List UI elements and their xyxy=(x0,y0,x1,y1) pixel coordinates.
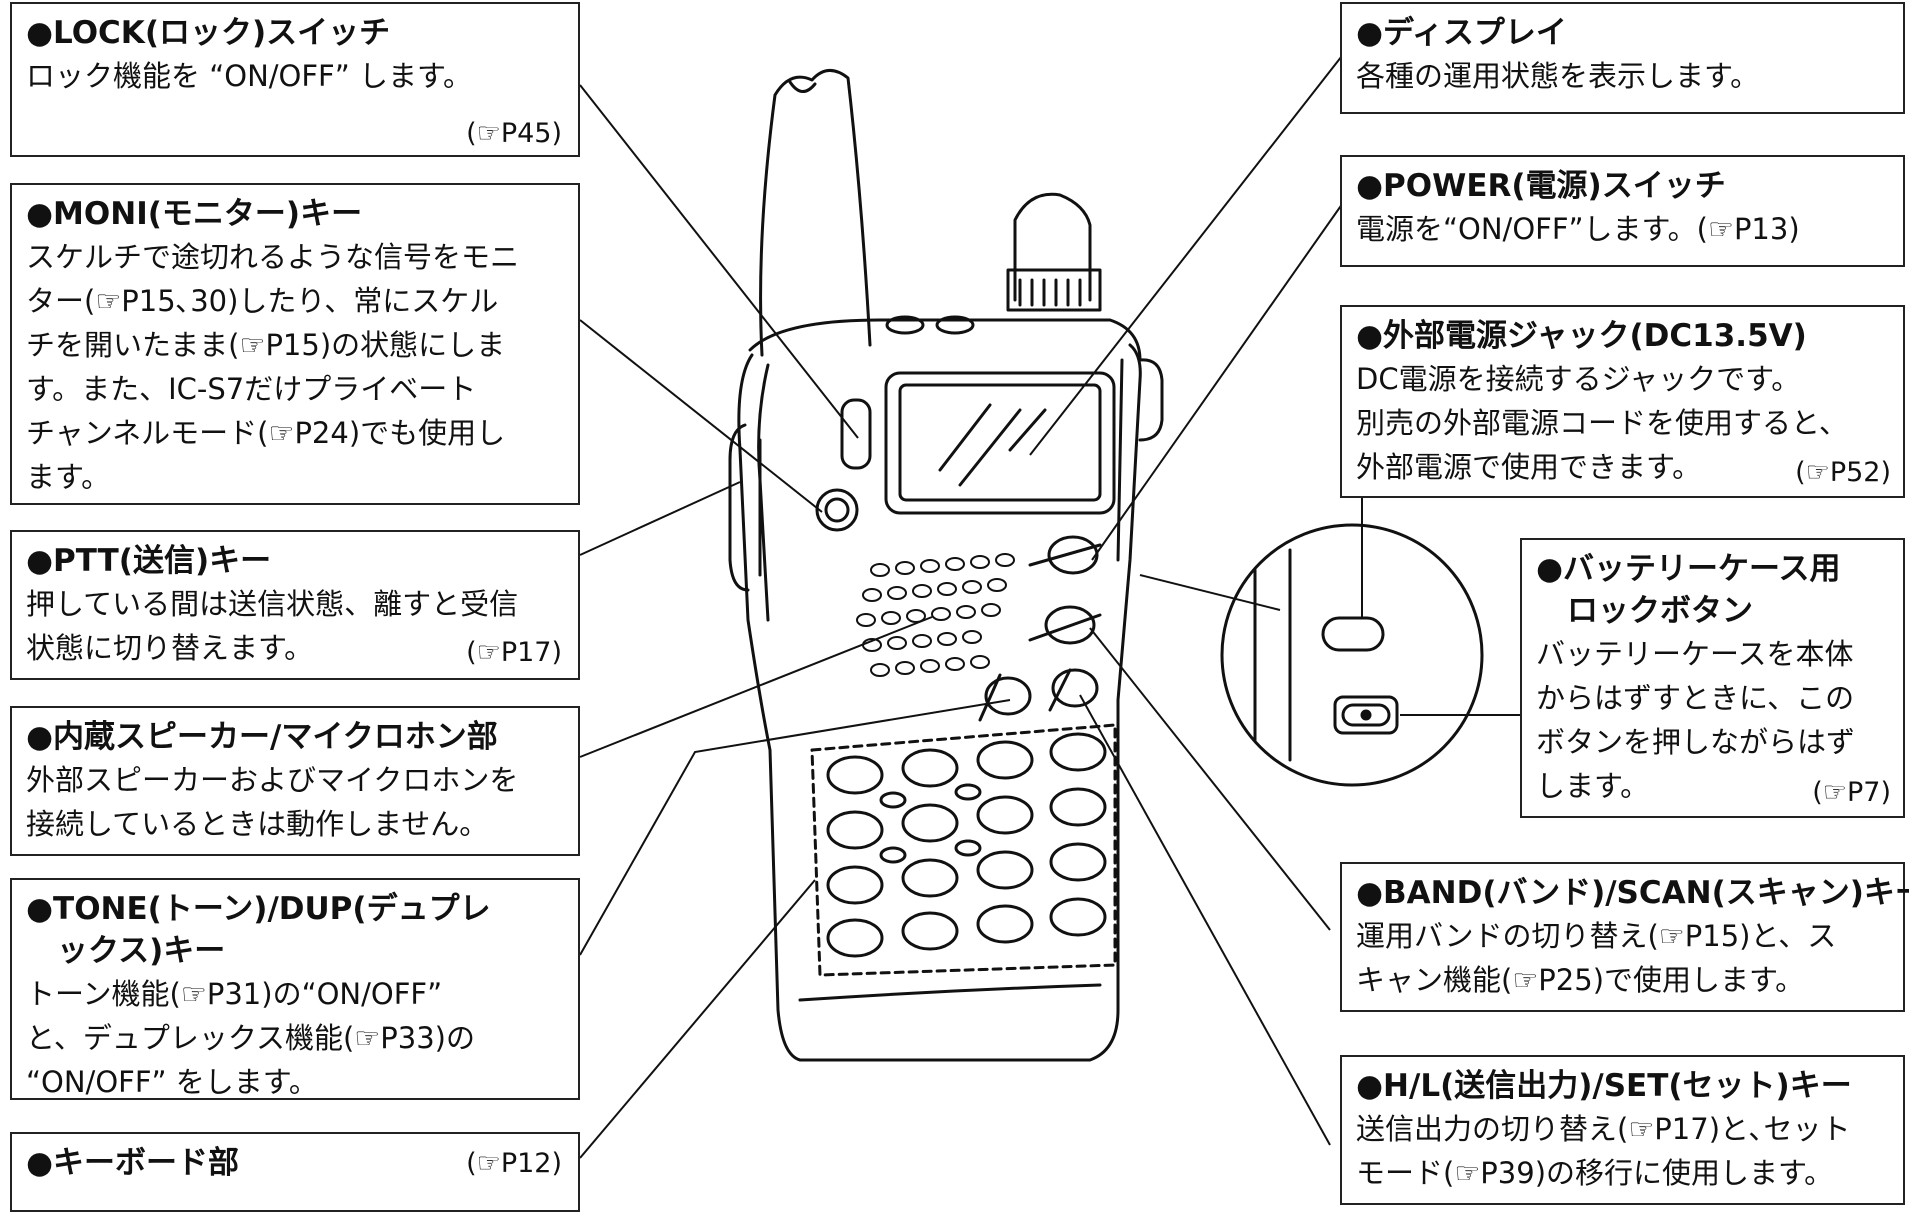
callout-title: ●外部電源ジャック(DC13.5V) xyxy=(1356,318,1807,354)
callout-title: ●BAND(バンド)/SCAN(スキャン)キー xyxy=(1356,875,1909,911)
callout-ptt-key: ●PTT(送信)キー 押している間は送信状態、離すと受信 状態に切り替えます。 … xyxy=(10,530,580,680)
callout-dc-jack: ●外部電源ジャック(DC13.5V) DC電源を接続するジャックです。 別売の外… xyxy=(1340,305,1905,498)
callout-body: 各種の運用状態を表示します。 xyxy=(1356,59,1760,93)
callout-moni-key: ●MONI(モニター)キー スケルチで途切れるような信号をモニ ター(☞P15､… xyxy=(10,183,580,505)
callout-body: 押している間は送信状態、離すと受信 状態に切り替えます。 xyxy=(26,587,519,665)
callout-body: 電源を“ON/OFF”します。(☞P13) xyxy=(1356,212,1800,246)
zoom-circle xyxy=(1220,523,1484,787)
lock-switch xyxy=(840,398,872,470)
callout-power-switch: ●POWER(電源)スイッチ 電源を“ON/OFF”します。(☞P13) xyxy=(1340,155,1905,267)
callout-title: ●バッテリーケース用 ロックボタン xyxy=(1536,551,1841,629)
callout-title: ●H/L(送信出力)/SET(セット)キー xyxy=(1356,1068,1852,1104)
power-key xyxy=(1047,535,1099,575)
keypad-area xyxy=(810,723,1117,977)
callout-body: 外部スピーカーおよびマイクロホンを 接続しているときは動作しません。 xyxy=(26,763,519,841)
page-reference: (☞P12) xyxy=(466,1148,562,1179)
callout-body: 運用バンドの切り替え(☞P15)と、ス キャン機能(☞P25)で使用します。 xyxy=(1356,919,1837,997)
callout-title: ●PTT(送信)キー xyxy=(26,543,272,579)
callout-title: ●POWER(電源)スイッチ xyxy=(1356,168,1726,204)
keypad-keys xyxy=(826,732,1107,958)
page-reference: (☞P17) xyxy=(466,637,562,668)
tone-dup-key xyxy=(984,676,1032,716)
callout-body: DC電源を接続するジャックです。 別売の外部電源コードを使用すると、 外部電源で… xyxy=(1356,362,1848,484)
moni-key xyxy=(815,488,859,532)
band-scan-key xyxy=(1044,605,1096,645)
page-reference: (☞P7) xyxy=(1812,777,1891,808)
display-screen xyxy=(898,383,1102,502)
dc-jack-detail xyxy=(1321,616,1385,652)
radio-body xyxy=(737,343,1142,1062)
callout-body: ロック機能を “ON/OFF” します。 xyxy=(26,59,473,93)
callout-title: ●MONI(モニター)キー xyxy=(26,196,363,232)
callout-title: ●キーボード部 xyxy=(26,1145,240,1181)
callout-body: スケルチで途切れるような信号をモニ ター(☞P15､30)したり、常にスケル チ… xyxy=(26,240,520,494)
callout-keyboard: ●キーボード部 (☞P12) xyxy=(10,1132,580,1212)
hl-set-key xyxy=(1051,668,1099,708)
callout-title: ●ディスプレイ xyxy=(1356,15,1567,51)
ptt-side-key xyxy=(728,423,750,592)
callout-body: バッテリーケースを本体 からはずすときに、この ボタンを押しながらはず します。 xyxy=(1536,637,1856,803)
callout-battery-lock: ●バッテリーケース用 ロックボタン バッテリーケースを本体 からはずすときに、こ… xyxy=(1520,538,1905,818)
battery-lock-button xyxy=(1333,695,1399,735)
callout-tone-dup-key: ●TONE(トーン)/DUP(デュプレ ックス)キー トーン機能(☞P31)の“… xyxy=(10,878,580,1100)
callout-hl-set-key: ●H/L(送信出力)/SET(セット)キー 送信出力の切り替え(☞P17)と､セ… xyxy=(1340,1055,1905,1205)
callout-title: ●LOCK(ロック)スイッチ xyxy=(26,15,391,51)
callout-title: ●内蔵スピーカー/マイクロホン部 xyxy=(26,719,498,755)
callout-speaker-mic: ●内蔵スピーカー/マイクロホン部 外部スピーカーおよびマイクロホンを 接続してい… xyxy=(10,706,580,856)
callout-display: ●ディスプレイ 各種の運用状態を表示します。 xyxy=(1340,2,1905,114)
antenna xyxy=(759,69,872,357)
page-reference: (☞P45) xyxy=(466,118,562,149)
callout-band-scan-key: ●BAND(バンド)/SCAN(スキャン)キー 運用バンドの切り替え(☞P15)… xyxy=(1340,862,1909,1012)
volume-knob xyxy=(1013,192,1092,302)
callout-lock-switch: ●LOCK(ロック)スイッチ ロック機能を “ON/OFF” します。 (☞P4… xyxy=(10,2,580,157)
page-reference: (☞P52) xyxy=(1795,457,1891,488)
callout-body: トーン機能(☞P31)の“ON/OFF” と、デュプレックス機能(☞P33)の … xyxy=(26,977,475,1099)
callout-title: ●TONE(トーン)/DUP(デュプレ ックス)キー xyxy=(26,891,491,969)
callout-body: 送信出力の切り替え(☞P17)と､セット モード(☞P39)の移行に使用します。 xyxy=(1356,1112,1851,1190)
speaker-grille xyxy=(856,553,1015,677)
